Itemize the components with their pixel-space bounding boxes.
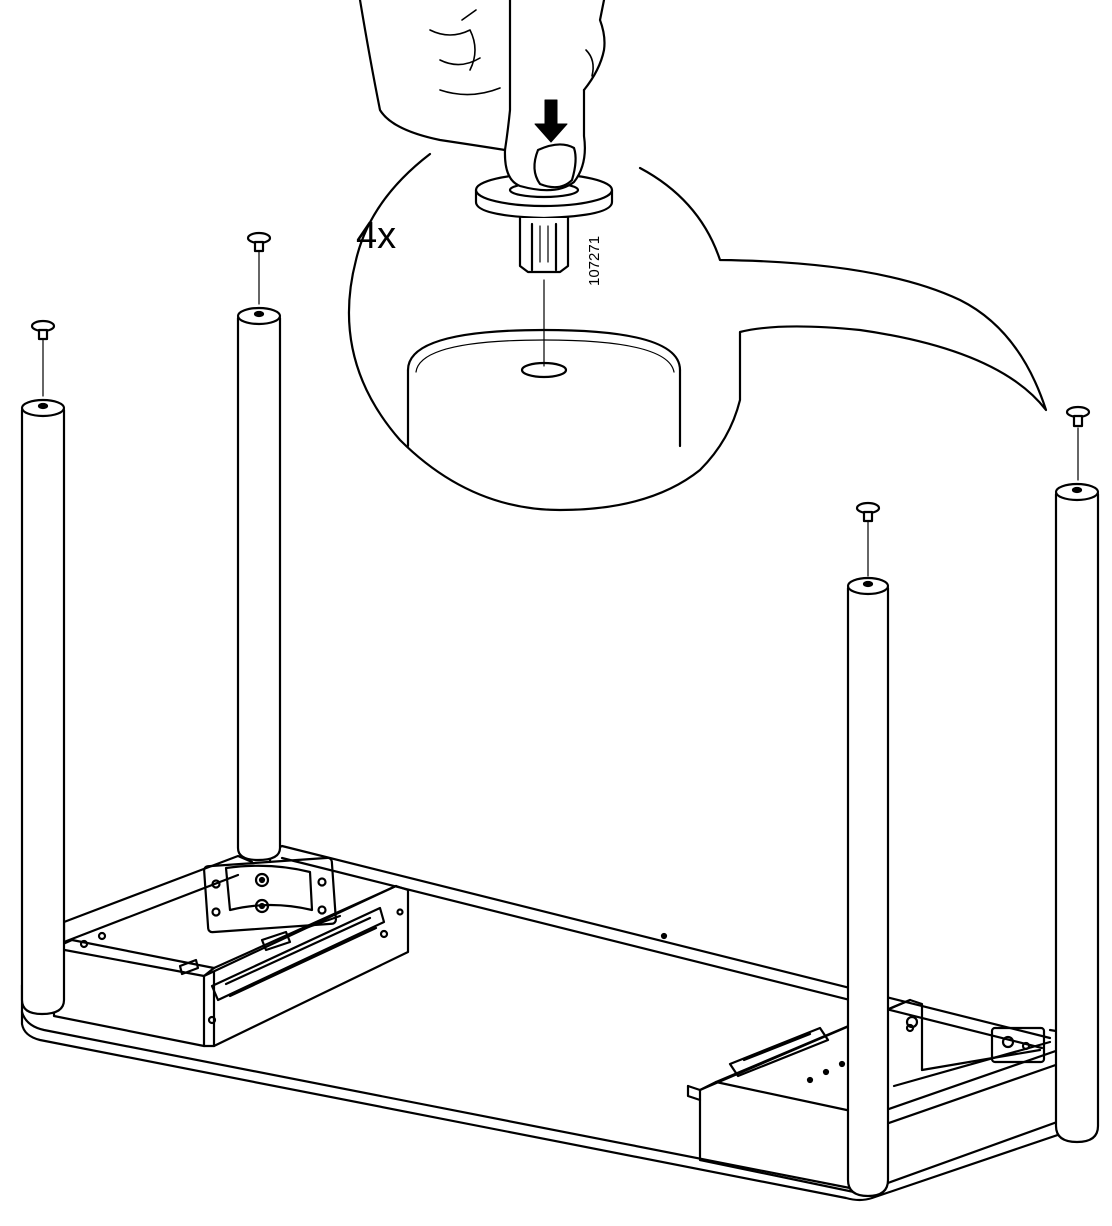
press-down-arrow-icon [534, 99, 568, 143]
glide-back-right [855, 501, 881, 577]
part-number-label: 107271 [586, 236, 603, 286]
glide-front-left [30, 319, 56, 397]
leg-back-right [846, 576, 890, 1198]
glide-front-right [1065, 405, 1091, 481]
leg-back-left [236, 306, 282, 862]
leg-front-left [20, 398, 66, 1016]
hand-icon [358, 0, 606, 192]
glide-back-left [246, 231, 272, 305]
detail-callout [347, 152, 1048, 512]
quantity-label: 4x [356, 215, 396, 257]
right-frame [686, 998, 1076, 1194]
leg-front-right [1054, 482, 1100, 1144]
left-frame [52, 844, 1052, 1050]
